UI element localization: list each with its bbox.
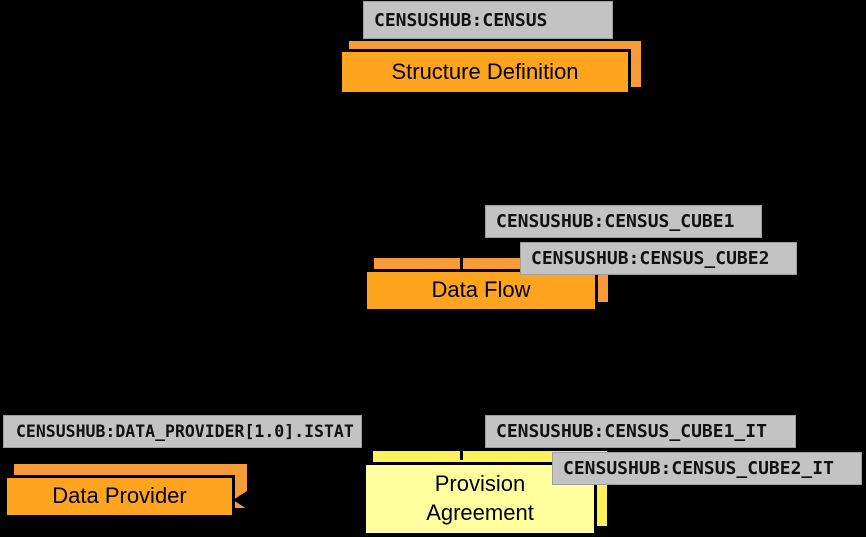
- tag-censushub-census-cube2-it-text: CENSUSHUB:CENSUS_CUBE2_IT: [563, 458, 834, 479]
- arrowhead-left-icon: [233, 491, 247, 509]
- structure-definition-box: Structure Definition: [339, 49, 631, 95]
- provision-agreement-title-line1: Provision: [434, 471, 526, 497]
- data-flow-title: Data Flow: [431, 277, 531, 303]
- data-provider-box: Data Provider: [4, 475, 235, 518]
- structure-definition-title: Structure Definition: [391, 58, 579, 84]
- tag-censushub-census-text: CENSUSHUB:CENSUS: [374, 9, 548, 31]
- provision-agreement-title-line2: Agreement: [426, 500, 534, 525]
- tag-censushub-census-cube1: CENSUSHUB:CENSUS_CUBE1: [485, 205, 762, 238]
- tag-censushub-census-cube2-text: CENSUSHUB:CENSUS_CUBE2: [531, 248, 770, 269]
- connector-structure-to-dataflow: [460, 93, 463, 270]
- tag-censushub-census-cube1-it-text: CENSUSHUB:CENSUS_CUBE1_IT: [496, 421, 767, 442]
- tag-censushub-census-cube1-it: CENSUSHUB:CENSUS_CUBE1_IT: [485, 415, 796, 448]
- tag-censushub-census-cube2: CENSUSHUB:CENSUS_CUBE2: [520, 242, 797, 275]
- tag-censushub-data-provider-istat: CENSUSHUB:DATA_PROVIDER[1.0].ISTAT: [3, 415, 362, 448]
- provision-agreement-box: Provision Agreement: [363, 462, 597, 536]
- connector-dataflow-to-provision: [460, 310, 463, 460]
- tag-censushub-census-cube1-text: CENSUSHUB:CENSUS_CUBE1: [496, 211, 735, 232]
- data-flow-box: Data Flow: [364, 269, 598, 312]
- tag-censushub-data-provider-istat-text: CENSUSHUB:DATA_PROVIDER[1.0].ISTAT: [16, 422, 354, 441]
- tag-censushub-census-cube2-it: CENSUSHUB:CENSUS_CUBE2_IT: [552, 452, 862, 485]
- connector-provision-to-provider: [247, 498, 363, 501]
- provision-agreement-title: Provision Agreement: [426, 470, 534, 527]
- data-provider-title: Data Provider: [52, 483, 187, 509]
- tag-censushub-census: CENSUSHUB:CENSUS: [363, 1, 613, 39]
